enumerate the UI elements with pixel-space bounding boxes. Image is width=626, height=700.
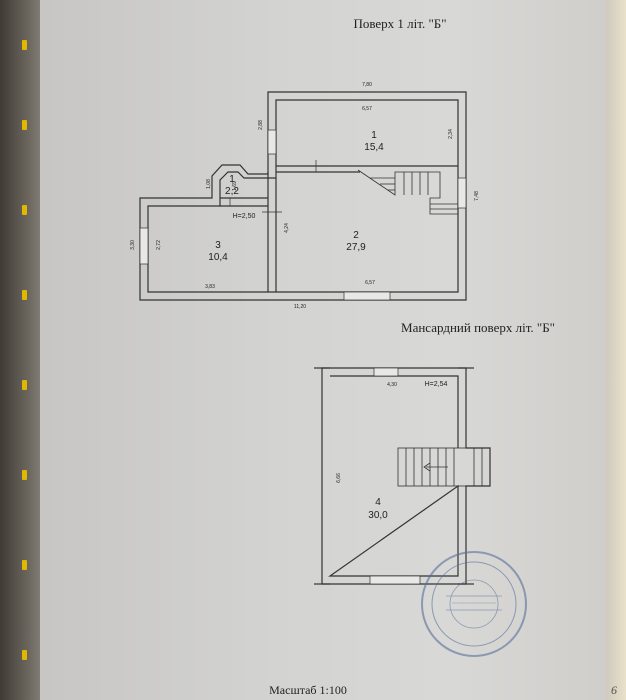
dimension-label: 2,34 bbox=[448, 129, 454, 139]
room-area: 10,4 bbox=[208, 252, 228, 263]
dimension-label: 7,48 bbox=[474, 191, 480, 201]
dimension-label: 2,72 bbox=[156, 240, 162, 250]
dimension-label: 6,66 bbox=[336, 473, 342, 483]
room-area: 30,0 bbox=[368, 510, 388, 521]
door-marks bbox=[229, 160, 317, 213]
dimension-label: 6,57 bbox=[362, 106, 372, 112]
dimension-label: 1,08 bbox=[206, 179, 212, 189]
dimension-label: 7,80 bbox=[362, 82, 372, 88]
room-number: 1 bbox=[229, 174, 235, 185]
dimension-label: 4,24 bbox=[284, 223, 290, 233]
binder-hole bbox=[22, 650, 27, 660]
binder-hole bbox=[22, 290, 27, 300]
ceiling-height: H=2,54 bbox=[425, 381, 448, 388]
binder-spine bbox=[0, 0, 46, 700]
binder-hole bbox=[22, 380, 27, 390]
attic-openings bbox=[369, 367, 421, 585]
attic-title: Мансардний поверх літ. "Б" bbox=[401, 320, 555, 335]
dimension-label: 1,69 bbox=[232, 181, 238, 191]
page-edge bbox=[606, 0, 626, 700]
binder-hole bbox=[22, 470, 27, 480]
room-number: 2 bbox=[353, 230, 359, 241]
dimension-label: 3,83 bbox=[205, 284, 215, 290]
binder-hole bbox=[22, 40, 27, 50]
page-number: 6 bbox=[611, 683, 617, 697]
floor1-title: Поверх 1 літ. "Б" bbox=[353, 16, 446, 31]
official-stamp bbox=[421, 551, 527, 657]
room-number: 1 bbox=[371, 130, 377, 141]
ceiling-height: H=2,50 bbox=[233, 213, 256, 220]
binder-hole bbox=[22, 560, 27, 570]
dimension-label: 4,30 bbox=[387, 382, 397, 388]
floor1-walls bbox=[139, 91, 467, 301]
room-area: 2,2 bbox=[225, 186, 239, 197]
dimension-label: 11,20 bbox=[294, 304, 306, 310]
floor1-openings bbox=[139, 129, 467, 301]
room-area: 15,4 bbox=[364, 142, 384, 153]
room-number: 3 bbox=[215, 240, 221, 251]
scale-label: Масштаб 1:100 bbox=[269, 683, 347, 697]
room-area: 27,9 bbox=[346, 242, 366, 253]
binder-hole bbox=[22, 120, 27, 130]
attic-stairs bbox=[397, 447, 491, 487]
document-page bbox=[40, 0, 626, 700]
floor1-stairs bbox=[357, 169, 458, 215]
dimension-label: 3,30 bbox=[130, 240, 136, 250]
dimension-label: 6,57 bbox=[365, 280, 375, 286]
dimension-label: 2,88 bbox=[258, 120, 264, 130]
room-number: 4 bbox=[375, 497, 381, 508]
binder-hole bbox=[22, 205, 27, 215]
